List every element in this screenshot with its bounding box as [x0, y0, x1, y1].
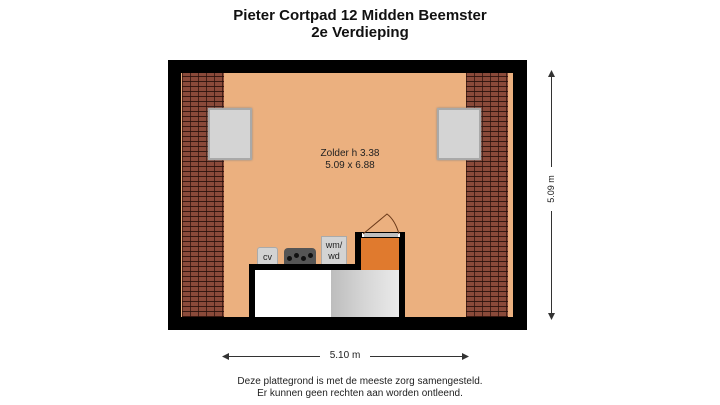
roof-tiles-right	[466, 73, 508, 317]
width-dimension-label: 5.10 m	[320, 350, 370, 361]
room-name: Zolder h 3.38	[320, 148, 380, 159]
room-label: Zolder h 3.38 5.09 x 6.88	[300, 148, 400, 172]
dryer-label: wd	[328, 251, 340, 261]
stove-icon	[284, 248, 316, 265]
door-hatch	[362, 233, 400, 237]
washer-dryer: wm/ wd	[321, 236, 347, 265]
page-title: Pieter Cortpad 12 Midden Beemster	[233, 7, 487, 24]
skylight-right	[437, 108, 481, 160]
door-swing-icon	[362, 213, 400, 235]
height-dimension-label: 5.09 m	[546, 167, 556, 211]
disclaimer-line-1: Deze plattegrond is met de meeste zorg s…	[237, 376, 483, 387]
arrow-down-icon	[548, 313, 555, 320]
room-size: 5.09 x 6.88	[325, 160, 375, 171]
staircase	[331, 270, 399, 317]
floor-subtitle: 2e Verdieping	[311, 24, 409, 41]
skylight-left	[208, 108, 252, 160]
arrow-up-icon	[548, 70, 555, 77]
washer-label: wm/	[325, 240, 343, 250]
arrow-left-icon	[222, 353, 229, 360]
boiler-cv: cv	[257, 247, 278, 265]
disclaimer-line-2: Er kunnen geen rechten aan worden ontlee…	[257, 388, 463, 399]
stair-landing	[361, 238, 399, 270]
arrow-right-icon	[462, 353, 469, 360]
